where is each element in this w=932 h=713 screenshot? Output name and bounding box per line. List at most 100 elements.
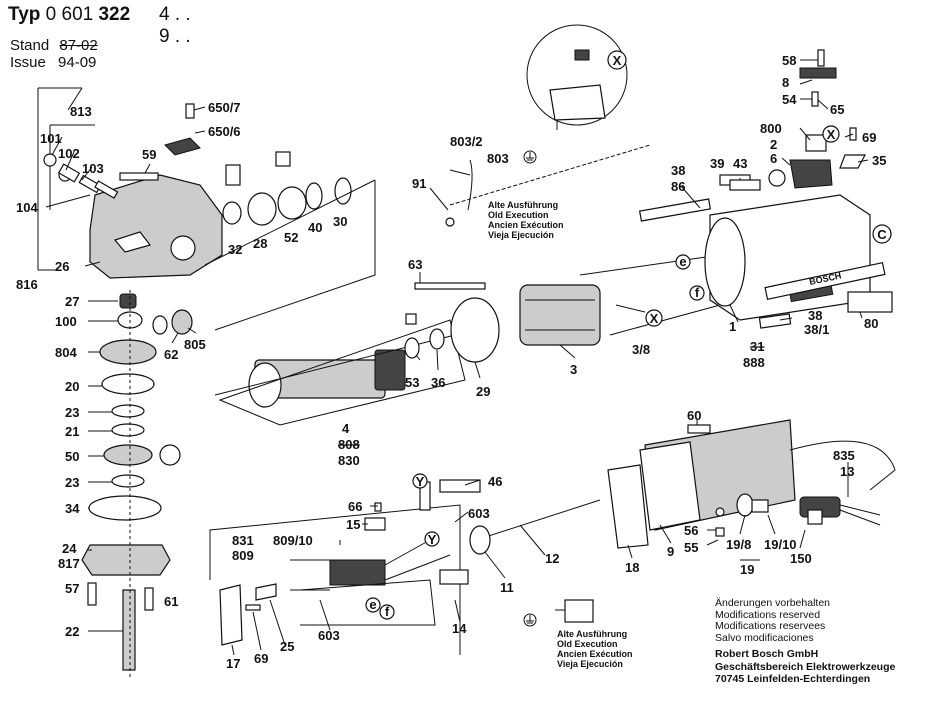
callout-58: 58: [782, 53, 796, 68]
marker-x-brush: X: [822, 125, 840, 143]
motor-housing-1: [704, 194, 871, 321]
stand-row: Stand 87-02: [10, 37, 98, 54]
callout-1: 1: [729, 319, 736, 334]
callout-15: 15: [346, 517, 360, 532]
nameplate-80: [847, 291, 893, 313]
svg-text:X: X: [650, 311, 659, 326]
type-number: Typ 0 601 322: [8, 4, 130, 26]
callout-57: 57: [65, 581, 79, 596]
typ-number: 322: [98, 4, 131, 25]
field-3: [519, 284, 601, 346]
callout-101: 101: [40, 131, 62, 146]
callout-31: 31: [750, 339, 764, 354]
callout-23b: 23: [65, 475, 79, 490]
marker-c: C: [872, 224, 892, 244]
ground-symbol-top: [523, 150, 537, 164]
flange-24: [81, 544, 171, 576]
callout-59: 59: [142, 147, 156, 162]
pinion-62: [171, 309, 193, 335]
callout-34: 34: [65, 501, 80, 516]
callout-43: 43: [733, 156, 747, 171]
callout-18: 18: [625, 560, 639, 575]
typ-suffix-1: 4 . .: [159, 4, 191, 25]
svg-text:e: e: [369, 597, 376, 612]
typ-suffix-2: 9 . .: [159, 26, 191, 47]
callout-816: 816: [16, 277, 38, 292]
callout-14: 14: [452, 621, 467, 636]
marker-x-field: X: [645, 309, 663, 327]
marker-e-top: e: [675, 254, 691, 270]
callout-65: 65: [830, 102, 844, 117]
callout-22: 22: [65, 624, 79, 639]
callout-69b: 69: [254, 651, 268, 666]
callout-809: 809: [232, 548, 254, 563]
callout-830: 830: [338, 453, 360, 468]
seal-18: [607, 464, 649, 549]
callout-150: 150: [790, 551, 812, 566]
svg-text:X: X: [613, 53, 622, 68]
callout-8: 8: [782, 75, 789, 90]
typ-prefix: 0 601: [45, 4, 94, 25]
svg-text:f: f: [385, 604, 390, 619]
callout-63: 63: [408, 257, 422, 272]
callout-3-8: 3/8: [632, 342, 650, 357]
callout-104: 104: [16, 200, 38, 215]
svg-text:C: C: [877, 227, 887, 242]
callout-803-2: 803/2: [450, 134, 483, 149]
callout-12: 12: [545, 551, 559, 566]
callout-50: 50: [65, 449, 79, 464]
execution-note-bottom: Alte Ausführung Old Execution Ancien Exé…: [557, 629, 633, 669]
callout-800: 800: [760, 121, 782, 136]
callout-39: 39: [710, 156, 724, 171]
armature-4: [214, 319, 466, 426]
callout-6: 6: [770, 151, 777, 166]
callout-813: 813: [70, 104, 92, 119]
callout-21: 21: [65, 424, 79, 439]
callout-3: 3: [570, 362, 577, 377]
callout-62: 62: [164, 347, 178, 362]
callout-835: 835: [833, 448, 855, 463]
marker-e-bottom: e: [365, 597, 381, 613]
callout-102: 102: [58, 146, 80, 161]
callout-805: 805: [184, 337, 206, 352]
callout-650-6: 650/6: [208, 124, 241, 139]
callout-38a: 38: [671, 163, 685, 178]
bearing-50: [103, 444, 153, 466]
callout-603b: 603: [318, 628, 340, 643]
svg-text:Y: Y: [428, 532, 437, 547]
callout-30: 30: [333, 214, 347, 229]
issue-value: 94-09: [58, 54, 97, 71]
callout-28: 28: [253, 236, 267, 251]
svg-text:e: e: [679, 254, 686, 269]
callout-804: 804: [55, 345, 77, 360]
callout-19-10: 19/10: [764, 537, 797, 552]
callout-888: 888: [743, 355, 765, 370]
callout-831: 831: [232, 533, 254, 548]
callout-80: 80: [864, 316, 878, 331]
callout-650-7: 650/7: [208, 100, 241, 115]
callout-603a: 603: [468, 506, 490, 521]
callout-11: 11: [500, 580, 514, 595]
marker-y-top: Y: [412, 473, 428, 489]
callout-66: 66: [348, 499, 362, 514]
callout-91: 91: [412, 176, 426, 191]
issue-label: Issue: [10, 54, 46, 71]
svg-text:Y: Y: [416, 474, 425, 489]
typ-label: Typ: [8, 4, 41, 25]
callout-20: 20: [65, 379, 79, 394]
callout-69a: 69: [862, 130, 876, 145]
marker-y-mid: Y: [424, 531, 440, 547]
callout-46: 46: [488, 474, 502, 489]
callout-60: 60: [687, 408, 701, 423]
callout-27: 27: [65, 294, 79, 309]
stand-label: Stand: [10, 37, 50, 54]
callout-9: 9: [667, 544, 674, 559]
ground-symbol-bottom: [523, 613, 537, 627]
marker-f-top: f: [689, 285, 705, 301]
svg-text:X: X: [827, 127, 836, 142]
marker-f-bottom: f: [379, 604, 395, 620]
plate-8: [799, 67, 837, 79]
callout-36: 36: [431, 375, 445, 390]
issue-row: Issue 94-09: [10, 54, 96, 71]
callout-35: 35: [872, 153, 886, 168]
